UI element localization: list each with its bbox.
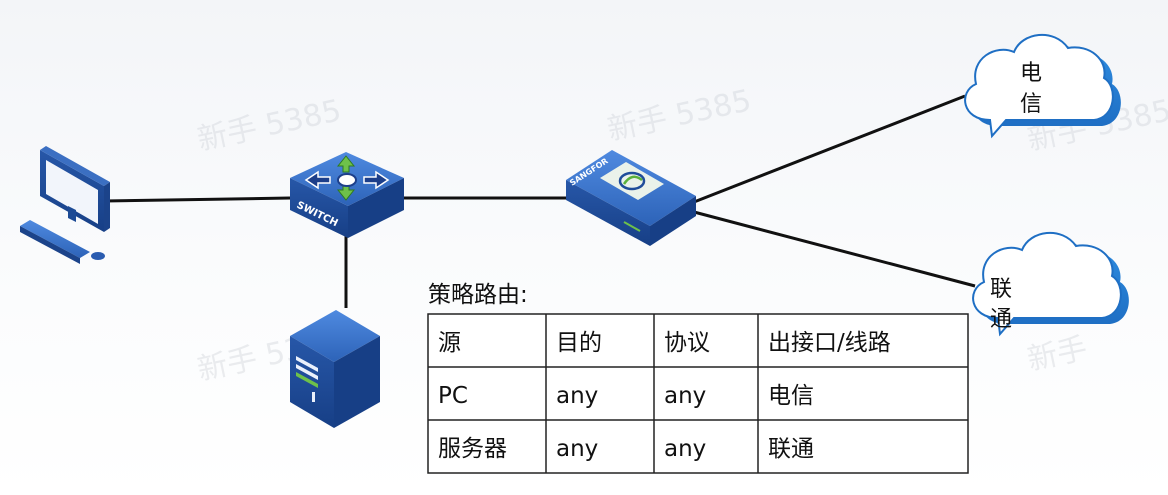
sangfor-logo-icon: [618, 171, 646, 191]
table-cell: any: [664, 436, 706, 462]
cloud-unicom-label: 联 通: [990, 277, 1019, 332]
table-cell: 联通: [768, 436, 814, 462]
svg-text:新手: 新手: [1024, 331, 1090, 378]
table-header-cell: 协议: [664, 330, 710, 356]
pc-icon: [20, 146, 110, 264]
policy-title: 策略路由:: [428, 282, 528, 308]
table-header-cell: 目的: [556, 330, 602, 356]
table-cell: any: [664, 383, 706, 409]
server-icon: [290, 310, 380, 428]
table-header-cell: 源: [438, 330, 461, 356]
link-gateway-telecom: [693, 94, 966, 204]
table-cell: 服务器: [438, 436, 507, 462]
svg-text:新手 5385: 新手 5385: [194, 93, 344, 158]
cloud-telecom: 电 信: [964, 33, 1121, 139]
svg-text:新手 5385: 新手 5385: [604, 83, 754, 148]
connections: [103, 94, 976, 308]
table-cell: PC: [438, 383, 468, 409]
table-header-cell: 出接口/线路: [768, 330, 891, 356]
table-cell: 电信: [768, 383, 814, 409]
switch-icon: SWITCH: [290, 152, 404, 238]
cloud-telecom-label: 电 信: [1020, 61, 1049, 117]
link-gateway-unicom: [693, 210, 976, 288]
cloud-unicom: 联 通: [972, 231, 1129, 337]
gateway-icon: SANGFOR: [566, 150, 696, 246]
table-cell: any: [556, 383, 598, 409]
table-cell: any: [556, 436, 598, 462]
link-pc-switch: [103, 196, 291, 203]
